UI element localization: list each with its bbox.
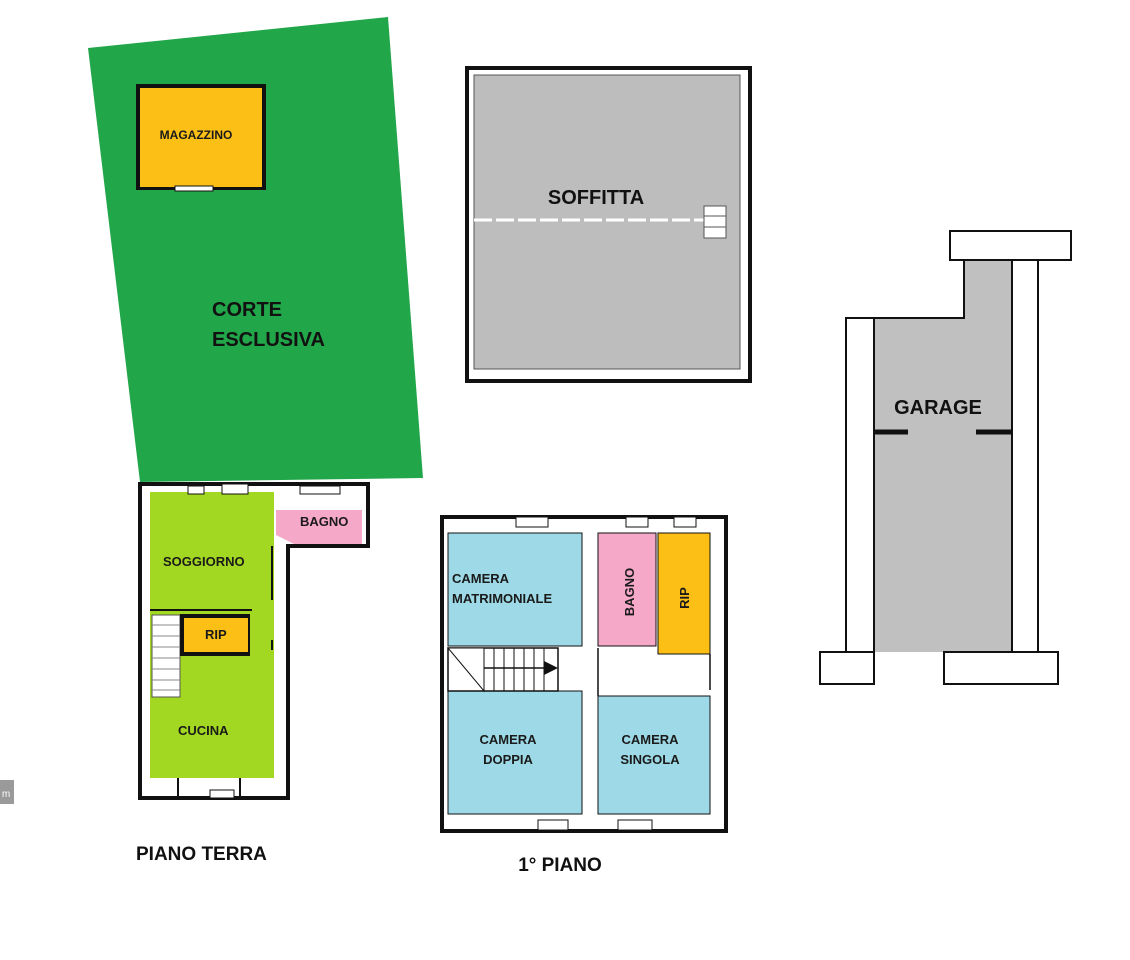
ground-closet-label: RIP bbox=[205, 627, 227, 642]
court-label-line2: ESCLUSIVA bbox=[212, 329, 325, 351]
first-floor-plan: CAMERA MATRIMONIALE BAGNO RIP CAMERA DOP… bbox=[440, 515, 728, 833]
single-label-line1: CAMERA bbox=[621, 732, 679, 747]
ground-bath-label: BAGNO bbox=[300, 514, 348, 529]
garage-label: GARAGE bbox=[894, 397, 982, 419]
master-label-line2: MATRIMONIALE bbox=[452, 591, 552, 606]
watermark-fragment bbox=[0, 780, 14, 804]
watermark-letter: m bbox=[2, 789, 10, 800]
single-label-line2: SINGOLA bbox=[620, 752, 680, 767]
first-closet-label: RIP bbox=[677, 587, 692, 609]
ground-floor-title: PIANO TERRA bbox=[136, 844, 267, 865]
storage-room: MAGAZZINO bbox=[136, 84, 266, 192]
kitchen-label: CUCINA bbox=[178, 723, 229, 738]
double-label-line2: DOPPIA bbox=[483, 752, 533, 767]
ground-floor-plan: SOGGIORNO BAGNO RIP CUCINA bbox=[138, 482, 370, 800]
storage-label: MAGAZZINO bbox=[160, 128, 233, 142]
first-floor-title: 1° PIANO bbox=[518, 855, 602, 876]
garage-plan: GARAGE bbox=[819, 230, 1072, 685]
master-label-line1: CAMERA bbox=[452, 571, 510, 586]
attic-plan: SOFFITTA bbox=[465, 66, 752, 383]
living-label: SOGGIORNO bbox=[163, 554, 245, 569]
double-label-line1: CAMERA bbox=[479, 732, 537, 747]
court-label-line1: CORTE bbox=[212, 299, 282, 321]
first-bath-label: BAGNO bbox=[622, 568, 637, 616]
attic-label: SOFFITTA bbox=[548, 187, 644, 209]
